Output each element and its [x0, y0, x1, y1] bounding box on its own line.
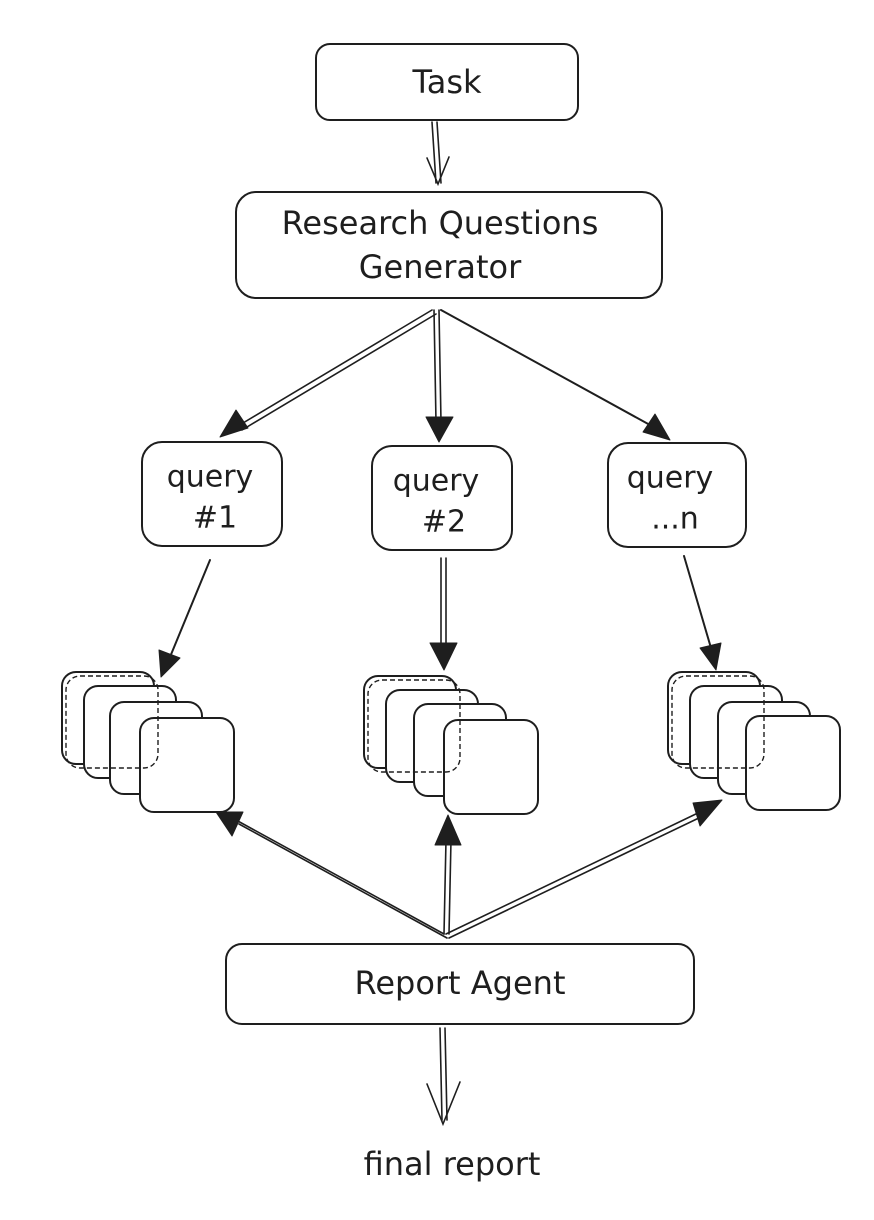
document-card-outline [65, 675, 159, 769]
query-label-line1: query [627, 461, 714, 496]
report-agent-node: Report Agent [225, 943, 695, 1025]
edge-line-a [445, 811, 701, 935]
document-card [745, 715, 841, 811]
edge-query-2-docs [429, 557, 458, 671]
edge-task-generator [426, 121, 450, 187]
edge-line-a [431, 121, 437, 184]
document-card [443, 719, 539, 815]
edge-line-b [238, 823, 448, 939]
arrow-head [429, 642, 458, 671]
edge-generator-query-2 [425, 309, 454, 443]
edge-line [440, 309, 651, 426]
generator-box [235, 191, 663, 299]
edge-line-b [448, 839, 452, 935]
task-label: Task [411, 63, 482, 101]
arrow-head [219, 409, 249, 438]
generator-label-line1: Research Questions [282, 204, 599, 242]
edge-line-a [443, 839, 447, 935]
final-report-label: final report [364, 1145, 541, 1183]
generator-label-line2: Generator [359, 248, 522, 286]
arrow-head [425, 416, 454, 443]
query-label-line1: query [393, 464, 480, 499]
query-label-line2: #1 [193, 501, 237, 536]
edge-generator-query-n [440, 309, 671, 441]
edge-line-b [436, 121, 442, 184]
arrow-head [434, 814, 462, 846]
edge-line-a [235, 819, 445, 935]
document-stack-1 [61, 671, 235, 813]
query-label-line2: #2 [422, 505, 466, 540]
edge-line-a [439, 1027, 443, 1121]
edge-line-b [444, 1027, 448, 1121]
edge-line-a [433, 309, 437, 423]
edge-agent-final-report [426, 1027, 461, 1127]
edge-agent-docs-1 [215, 811, 448, 939]
arrow-head [426, 1081, 461, 1127]
query-box [607, 442, 747, 548]
document-stack-2 [363, 675, 539, 815]
arrow-head [158, 649, 181, 678]
edge-agent-docs-n [445, 799, 723, 939]
task-box [315, 43, 579, 121]
edge-agent-docs-2 [434, 814, 462, 935]
edge-line [683, 555, 712, 649]
report-agent-box [225, 943, 695, 1025]
edge-line-b [448, 815, 704, 939]
generator-node: Research Questions Generator [235, 191, 663, 299]
arrow-head [642, 413, 671, 441]
query-node-n: query ...n [607, 442, 747, 548]
query-box [141, 441, 283, 547]
document-card-outline [367, 679, 461, 773]
arrow-head [692, 799, 723, 827]
edge-line-a [237, 309, 433, 427]
query-label-line2: ...n [651, 502, 699, 537]
query-node-1: query #1 [141, 441, 283, 547]
edge-query-1-docs [158, 559, 211, 678]
arrow-head [699, 642, 722, 671]
query-box [371, 445, 513, 551]
arrow-head [215, 811, 244, 837]
document-card [139, 717, 235, 813]
document-stack-n [667, 671, 841, 811]
document-card-outline [671, 675, 765, 769]
edge-line-b [438, 309, 442, 423]
query-label-line1: query [167, 460, 254, 495]
edge-line-b [241, 313, 437, 431]
report-agent-label: Report Agent [355, 964, 566, 1002]
query-node-2: query #2 [371, 445, 513, 551]
edge-line [169, 559, 211, 658]
arrow-head [426, 156, 450, 187]
task-node: Task [315, 43, 579, 121]
edge-generator-query-1 [219, 309, 437, 438]
edge-query-n-docs [683, 555, 722, 671]
